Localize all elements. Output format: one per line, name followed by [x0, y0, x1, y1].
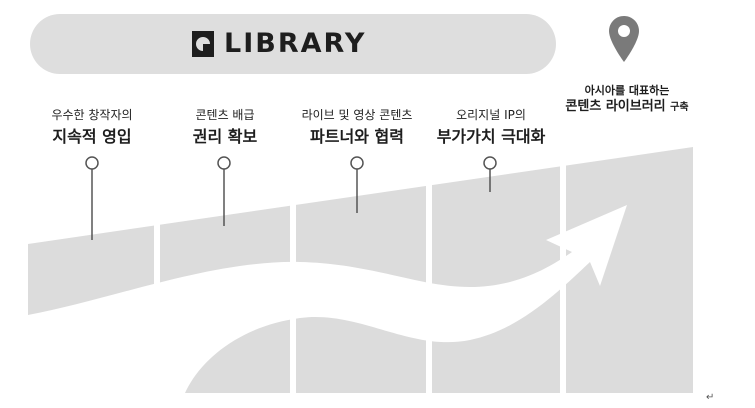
location-pin-icon [609, 16, 639, 62]
stage-3-subtitle: 라이브 및 영상 콘텐츠 [301, 108, 413, 122]
stage-label-2: 콘텐츠 배급 권리 확보 [160, 107, 290, 148]
stage-4-title: 부가가치 극대화 [436, 127, 546, 146]
logo-mark-icon [192, 31, 214, 57]
final-goal-label: 아시아를 대표하는 콘텐츠 라이브러리 구축 [552, 84, 702, 117]
stage-2-subtitle: 콘텐츠 배급 [195, 108, 255, 122]
stage-2-title: 권리 확보 [192, 127, 258, 146]
stage-4-subtitle: 오리지널 IP의 [456, 108, 526, 122]
stage-connectors [85, 156, 497, 240]
stage-label-3: 라이브 및 영상 콘텐츠 파트너와 협력 [290, 107, 424, 148]
stage-1-title: 지속적 영입 [52, 127, 132, 146]
growth-arrow [28, 205, 627, 393]
panel-4 [432, 147, 560, 393]
connector-node-4 [483, 156, 497, 170]
stage-1-subtitle: 우수한 창작자의 [51, 108, 133, 122]
return-mark-icon: ↵ [706, 392, 715, 403]
title-banner [30, 14, 556, 74]
final-goal-title: 콘텐츠 라이브러리 구축 [552, 98, 702, 117]
stage-3-title: 파트너와 협력 [310, 127, 404, 146]
connector-node-1 [85, 156, 99, 170]
final-goal-title-main: 콘텐츠 라이브러리 [565, 99, 666, 114]
stage-label-4: 오리지널 IP의 부가가치 극대화 [426, 107, 556, 148]
library-logo: LIBRARY [192, 28, 366, 60]
connector-node-2 [217, 156, 231, 170]
panel-5 [566, 147, 693, 393]
connector-node-3 [350, 156, 364, 170]
final-goal-title-suffix: 구축 [670, 102, 689, 113]
logo-text: LIBRARY [224, 28, 367, 59]
final-goal-subtitle: 아시아를 대표하는 [584, 84, 670, 97]
stage-label-1: 우수한 창작자의 지속적 영입 [28, 107, 156, 148]
